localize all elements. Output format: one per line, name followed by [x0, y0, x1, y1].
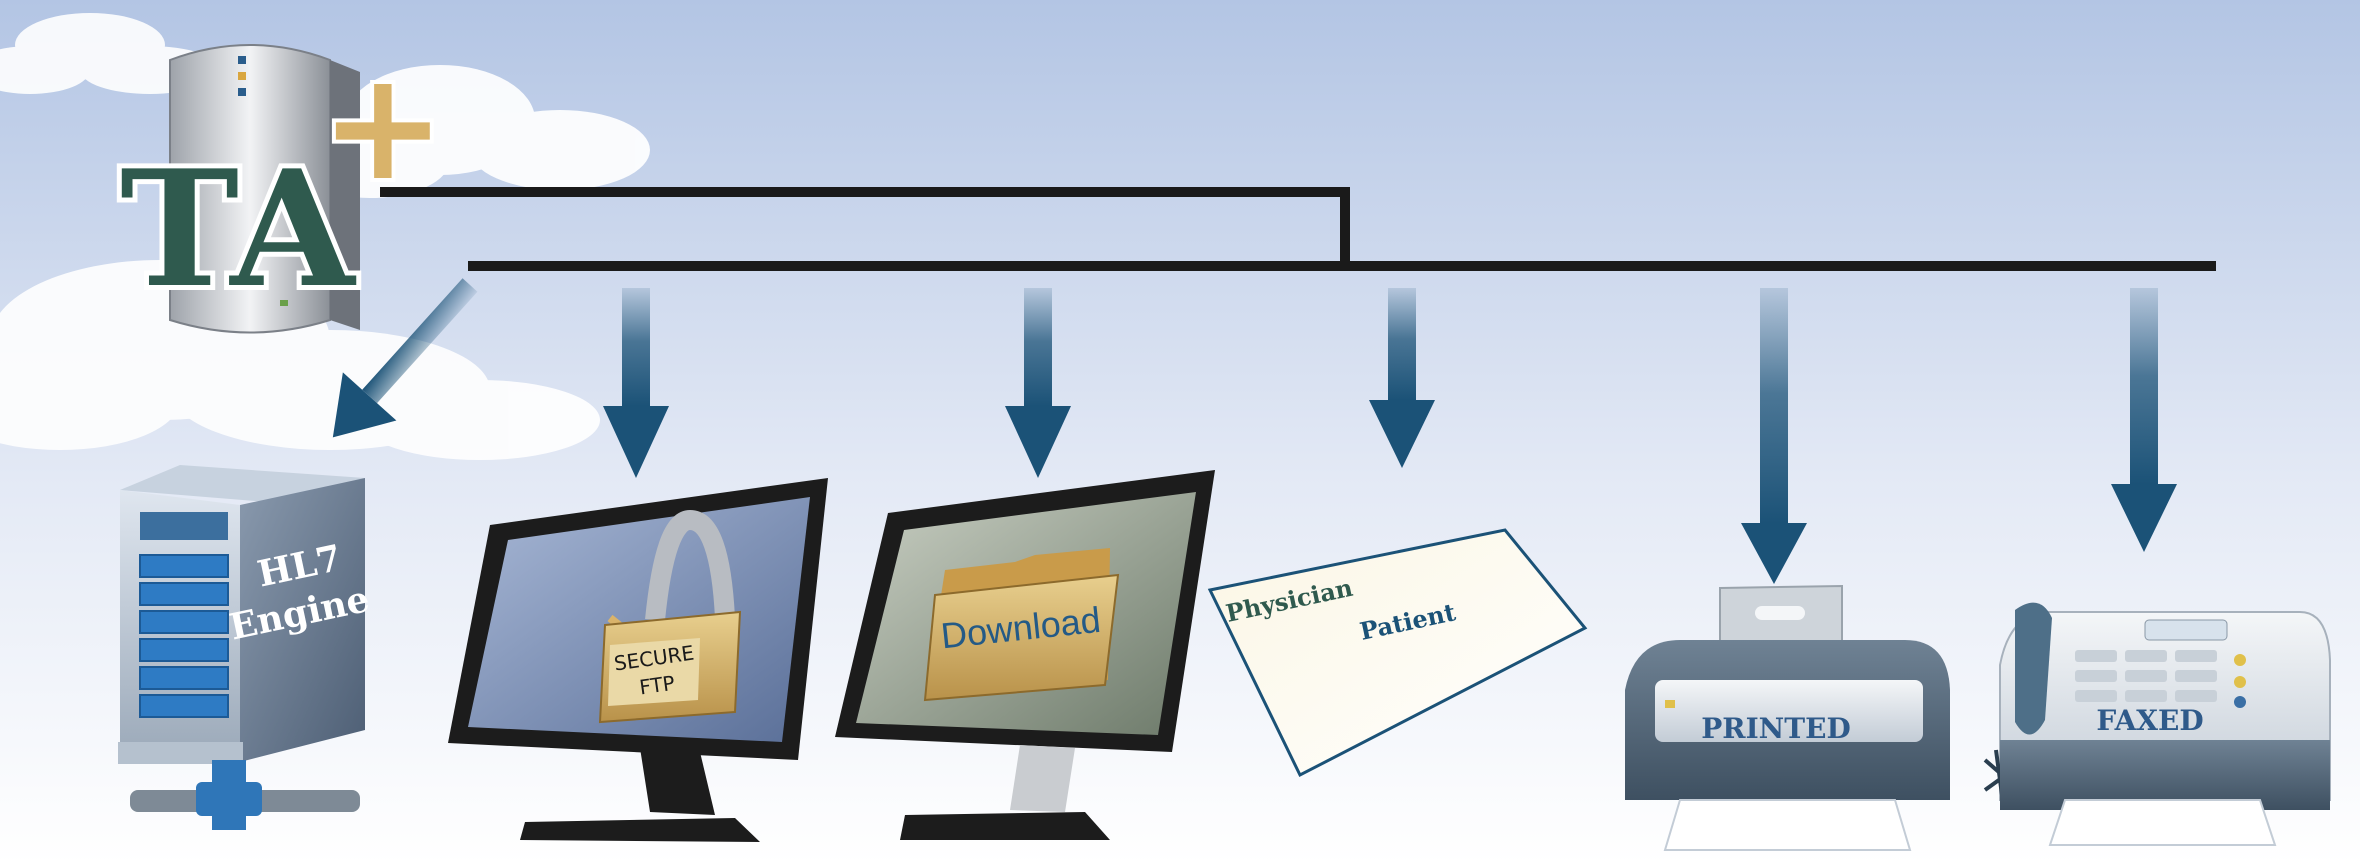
- arrow-to-hl7-engine: [332, 278, 478, 438]
- download-monitor-icon: Download: [835, 470, 1215, 840]
- envelope-icon: Physician Patient: [1207, 528, 1588, 778]
- logo-text: TA: [120, 135, 356, 323]
- arrow-to-download: [1005, 288, 1071, 478]
- arrow-to-secure-ftp: [603, 288, 669, 478]
- connector-lines: [380, 187, 2216, 271]
- printer-label: PRINTED: [1701, 712, 1850, 745]
- ta-plus-logo: TA +: [115, 36, 450, 328]
- cloud: [0, 13, 220, 94]
- arrow-to-envelope: [1369, 288, 1435, 468]
- arrow-to-fax: [2111, 288, 2177, 552]
- source-server-icon: [169, 44, 360, 334]
- fax-label: FAXED: [2096, 704, 2203, 737]
- arrow-to-printer: [1741, 288, 1807, 584]
- secure-ftp-monitor-icon: SECURE FTP: [448, 478, 828, 842]
- fax-machine-icon: FAXED: [1983, 602, 2331, 846]
- secure-ftp-label-line2: FTP: [638, 671, 676, 700]
- printer-icon: PRINTED: [1625, 584, 1950, 851]
- hl7-engine-icon: HL7 Engine: [118, 465, 373, 830]
